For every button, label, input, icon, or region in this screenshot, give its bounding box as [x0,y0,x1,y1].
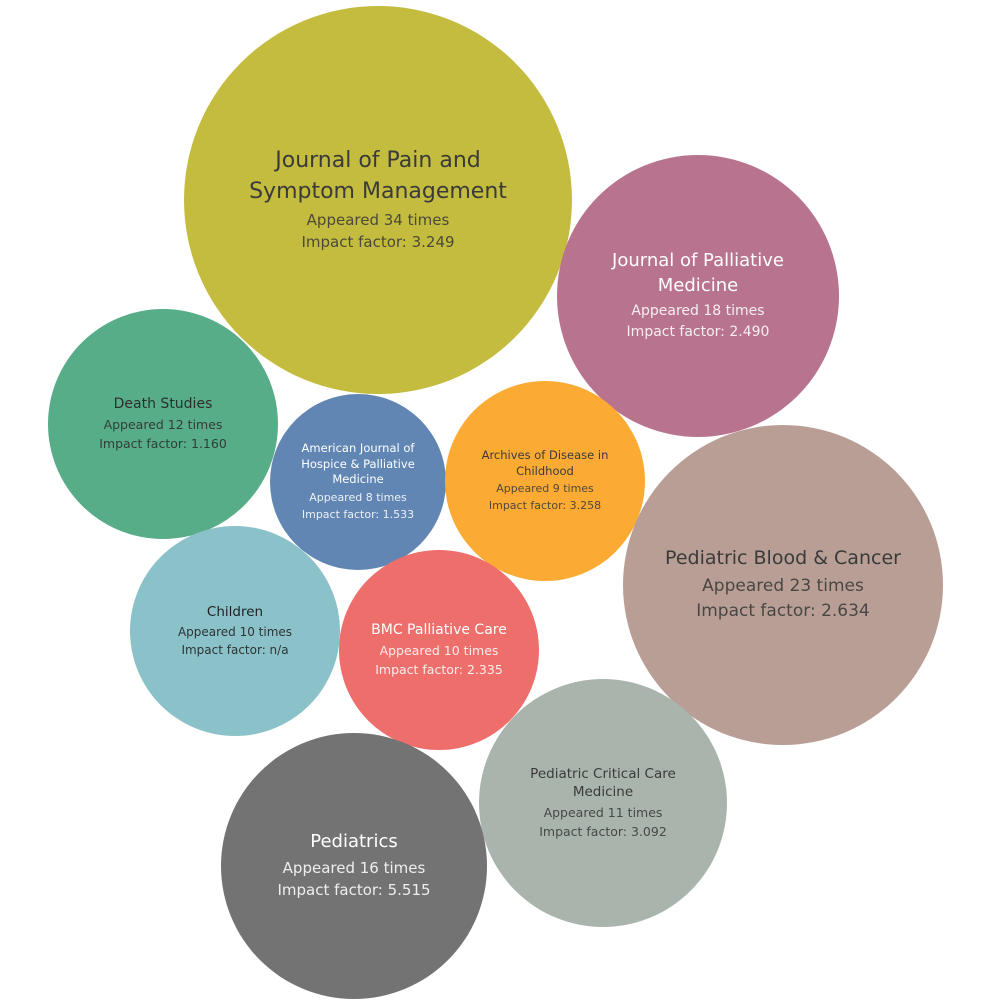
impact-factor-label: Impact factor: 5.515 [277,881,431,900]
bubble-title: Archives of Disease in Childhood [481,447,609,478]
impact-factor-label: Impact factor: 2.490 [626,323,770,340]
bubble-title: American Journal of Hospice & Palliative… [301,440,415,487]
appearances-label: Appeared 10 times [177,625,293,640]
impact-factor-label: Impact factor: 1.533 [301,507,415,521]
appearances-label: Appeared 18 times [631,302,765,319]
bubble-title: Pediatric Critical Care Medicine [530,765,676,801]
appearances-label: Appeared 16 times [282,858,426,877]
bubble-title: Pediatric Blood & Cancer [665,547,901,570]
appearances-label: Appeared 34 times [306,210,450,229]
bubble-title: Pediatrics [310,831,398,853]
bubble-title: BMC Palliative Care [371,621,507,638]
bubble-title: Journal of Palliative Medicine [612,250,784,296]
bubble-title: Journal of Pain and Symptom Management [249,148,507,204]
appearances-label: Appeared 12 times [103,416,223,432]
appearances-label: Appeared 23 times [702,575,864,596]
impact-factor-label: Impact factor: 1.160 [99,435,227,451]
impact-factor-label: Impact factor: n/a [181,643,289,658]
appearances-label: Appeared 10 times [379,642,499,658]
impact-factor-label: Impact factor: 3.092 [539,823,667,839]
bubble-title: Children [206,603,264,620]
impact-factor-label: Impact factor: 2.634 [696,601,870,622]
appearances-label: Appeared 9 times [496,482,594,496]
impact-factor-label: Impact factor: 2.335 [375,661,503,677]
appearances-label: Appeared 11 times [543,804,663,820]
impact-factor-label: Impact factor: 3.249 [301,233,455,252]
appearances-label: Appeared 8 times [309,491,407,505]
bubble-title: Death Studies [113,395,213,412]
impact-factor-label: Impact factor: 3.258 [488,498,602,512]
bubble-american-journal-of-hospice-palliative-medicine[interactable]: American Journal of Hospice & Palliative… [270,394,446,570]
